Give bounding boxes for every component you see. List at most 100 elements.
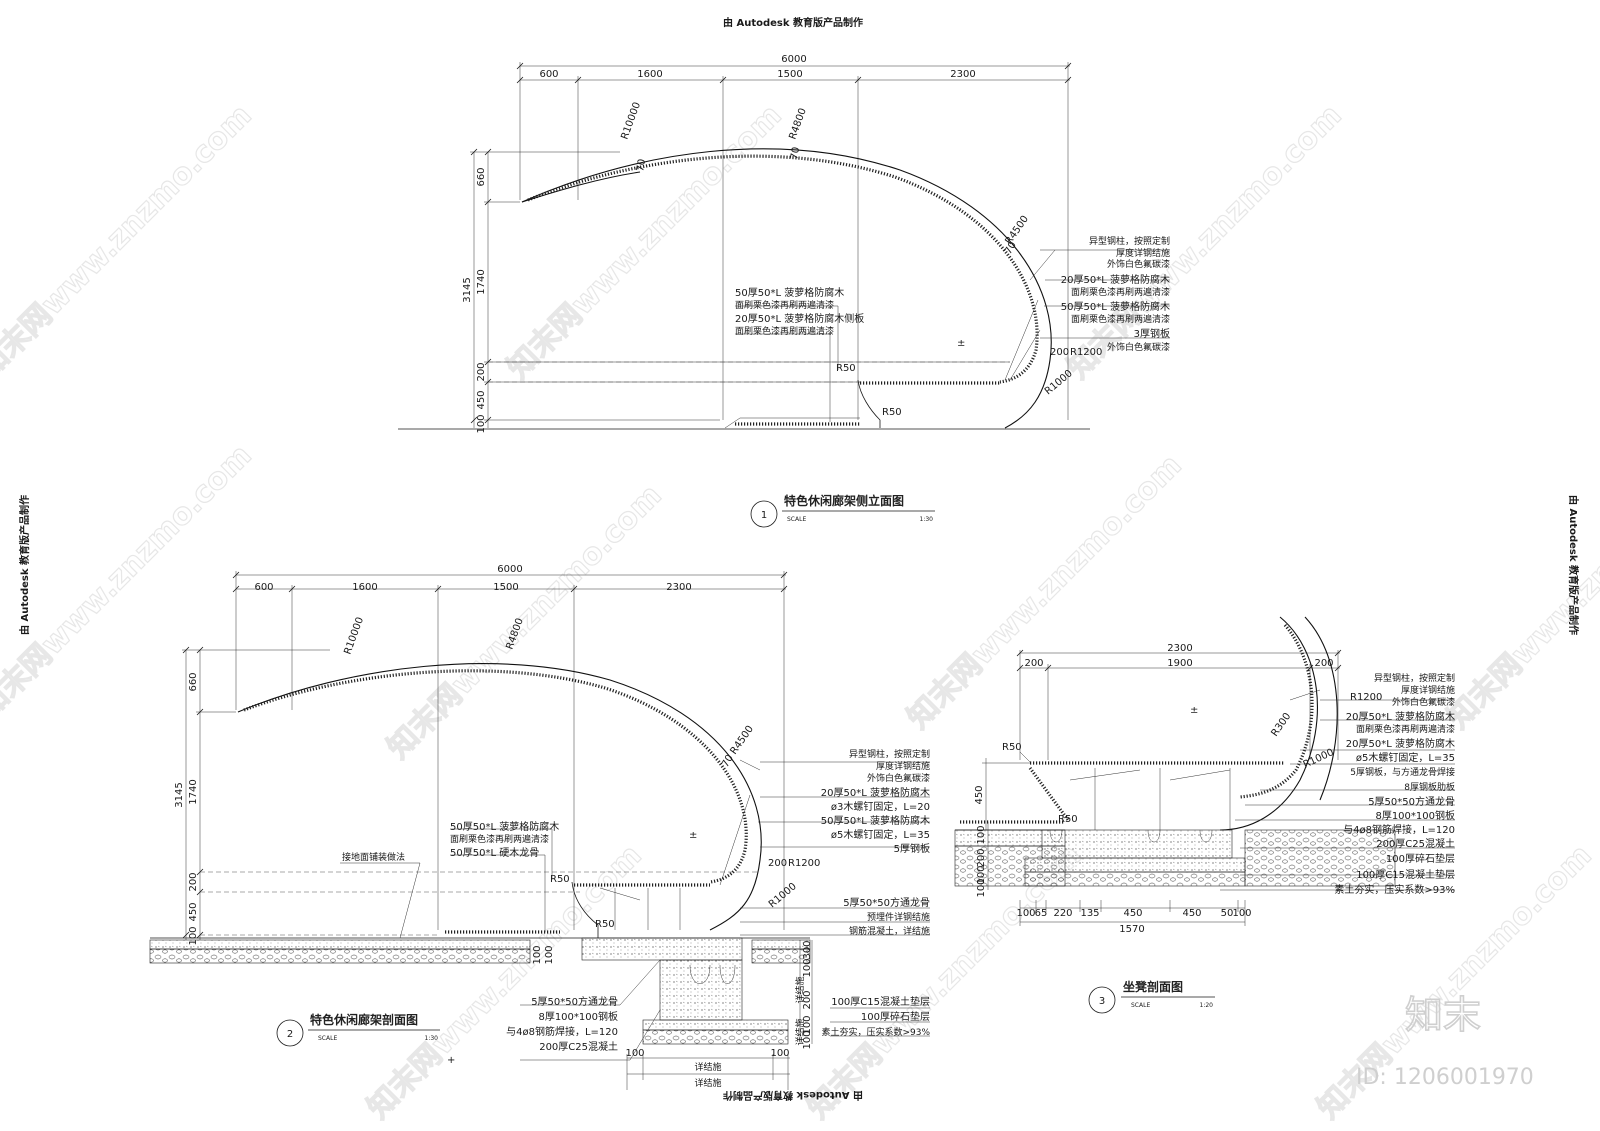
callout-text: 100厚C15混凝土垫层 xyxy=(1356,868,1455,881)
callout-text: 面刷栗色漆再刷两遍清漆 xyxy=(1356,723,1455,735)
callout-text: 厚度详钢结施 xyxy=(1116,247,1170,259)
vdim-450: 450 xyxy=(476,390,487,409)
callout-text: 与4ø8钢筋焊接，L=120 xyxy=(1343,823,1455,836)
bench-footing xyxy=(1041,829,1233,859)
dim-total: 6000 xyxy=(781,54,806,65)
vdim-450: 450 xyxy=(974,785,985,804)
gravel-layer xyxy=(149,948,531,964)
watermark-text: 知末网www.znzmo.com xyxy=(0,438,259,726)
watermark-id: ID: 1206001970 xyxy=(1356,1065,1534,1090)
radius-r50-b: R50 xyxy=(1058,814,1078,825)
callout-text: 厚度详钢结施 xyxy=(876,760,930,772)
callout-text: 异型钢柱，按照定制 xyxy=(1374,672,1455,684)
radius-r50-a: R50 xyxy=(550,874,570,885)
radius-r50-a: R50 xyxy=(1002,742,1022,753)
drawing-3-bench-section: 2300 200 1900 200 ± R1200 R300 R1000 R50… xyxy=(954,616,1455,1014)
canopy-outer xyxy=(237,663,762,931)
footing-pier xyxy=(659,959,743,1021)
vert-label: 详结施 xyxy=(794,976,806,1003)
mark-plus: + xyxy=(447,1055,455,1066)
callout-text: 面刷栗色漆再刷两遍清漆 xyxy=(1071,313,1170,325)
bottom-dim: 135 xyxy=(1080,908,1099,919)
callouts-right-1: 异型钢柱，按照定制 厚度详钢结施 外饰白色氟碳漆 20厚50*L 菠萝格防腐木 … xyxy=(1061,235,1170,353)
callout-text: 8厚100*100钢板 xyxy=(1375,809,1455,822)
callout-text: 与4ø8钢筋焊接，L=120 xyxy=(506,1025,618,1038)
drawing-2-section: 6000 600 1600 1500 2300 3145 660 1740 20… xyxy=(149,564,930,1090)
callout-text: 50厚50*L 菠萝格防腐木 xyxy=(735,286,844,299)
callout-text: 面刷栗色漆再刷两遍清漆 xyxy=(735,325,834,337)
callout-text: 钢筋混凝土，详结施 xyxy=(849,925,930,937)
scale-label: SCALE xyxy=(787,516,806,523)
callout-text: 5厚钢板 xyxy=(894,842,930,855)
drawing-title: 坐凳剖面图 xyxy=(1123,979,1183,994)
radius-r1200: R1200 xyxy=(788,858,820,869)
callout-text: 厚度详钢结施 xyxy=(1401,684,1455,696)
callout-text: 200厚C25混凝土 xyxy=(539,1040,618,1053)
vdim-total: 3145 xyxy=(174,782,185,807)
shell-outer xyxy=(1304,616,1338,801)
vdim-1740: 1740 xyxy=(188,779,199,804)
scale-value: 1:20 xyxy=(1200,1002,1214,1009)
top-dim: 200 xyxy=(1024,658,1043,669)
small-dim: 100 xyxy=(802,1030,813,1049)
banner-top: 由 Autodesk 教育版产品制作 xyxy=(723,16,863,29)
vdim-200: 200 xyxy=(476,362,487,381)
small-dim: 100 xyxy=(802,1015,813,1034)
callout-text: 20厚50*L 菠萝格防腐木 xyxy=(1346,737,1455,750)
canopy-outer xyxy=(521,148,1052,429)
dim-600: 600 xyxy=(539,69,558,80)
radius-r50-a: R50 xyxy=(836,363,856,374)
paving-layer xyxy=(149,939,531,950)
vert-label: 详结施 xyxy=(794,1018,806,1045)
callout-text: 50厚50*L 菠萝格防腐木 xyxy=(821,814,930,827)
callout-text: 8厚100*100钢板 xyxy=(538,1010,618,1023)
callout-text: 外饰白色氟碳漆 xyxy=(1392,696,1455,708)
foot-label: 详结施 xyxy=(694,1061,721,1073)
callout-text: 50厚50*L 菠萝格防腐木 xyxy=(450,820,559,833)
bottom-total: 1570 xyxy=(1119,924,1144,935)
dim-1500: 1500 xyxy=(777,69,802,80)
callout-text: 20厚50*L 菠萝格防腐木侧板 xyxy=(735,312,864,325)
radius-r4500: R4500 xyxy=(728,724,756,757)
c15-layer xyxy=(642,1019,789,1031)
callout-text: ø5木螺钉固定，L=35 xyxy=(831,828,930,841)
callout-text: 20厚50*L 菠萝格防腐木 xyxy=(1061,273,1170,286)
scale-label: SCALE xyxy=(318,1035,337,1042)
radius-r1000: R1000 xyxy=(767,881,799,910)
canopy-timber xyxy=(527,154,1039,384)
callout-text: 外饰白色氟碳漆 xyxy=(867,772,930,784)
ground-label: 接地面铺装做法 xyxy=(342,851,405,863)
thickness-70: 70 xyxy=(635,158,648,172)
watermark-text: 知末网www.znzmo.com xyxy=(361,838,649,1126)
footing-top xyxy=(581,937,743,961)
callout-text: 5厚钢板，与方通龙骨焊接 xyxy=(1350,766,1455,778)
callout-text: 50厚50*L 硬木龙骨 xyxy=(450,846,539,859)
radius-r10000: R10000 xyxy=(342,616,366,656)
callouts-foundation-right-2: 100厚C15混凝土垫层 100厚碎石垫层 素土夯实，压实系数>93% xyxy=(821,995,930,1038)
drawing-title: 特色休闲廊架侧立面图 xyxy=(784,493,904,508)
callouts-mid-1: 50厚50*L 菠萝格防腐木 面刷栗色漆再刷两遍清漆 20厚50*L 菠萝格防腐… xyxy=(735,286,864,337)
callout-text: 5厚50*50方通龙骨 xyxy=(843,896,930,909)
callout-text: 20厚50*L 菠萝格防腐木 xyxy=(1346,710,1455,723)
banner-right: 由 Autodesk 教育版产品制作 xyxy=(1567,495,1580,635)
watermark-text: 知末网www.znzmo.com xyxy=(901,448,1189,736)
callout-text: 5厚50*50方通龙骨 xyxy=(531,995,618,1008)
callout-text: 100厚碎石垫层 xyxy=(861,1010,930,1023)
dim-2300: 2300 xyxy=(950,69,975,80)
callout-text: 素土夯实，压实系数>93% xyxy=(1334,883,1455,896)
left-dim: 200 xyxy=(976,848,987,867)
small-dim: 300 xyxy=(802,940,813,959)
left-dim: 100 xyxy=(976,865,987,884)
top-total: 2300 xyxy=(1167,643,1192,654)
drawing-number-circle xyxy=(276,1019,304,1047)
callout-text: ø5木螺钉固定，L=35 xyxy=(1356,751,1455,764)
small-dim: 100 xyxy=(544,945,555,964)
watermark-text: 知末网www.znzmo.com xyxy=(0,98,259,386)
small-dim: 100 xyxy=(802,958,813,977)
callout-text: 50厚50*L 菠萝格防腐木 xyxy=(1061,300,1170,313)
foot-dim: 100 xyxy=(625,1048,644,1059)
watermark-logo: 知末 xyxy=(1405,993,1481,1037)
dim-1500: 1500 xyxy=(493,582,518,593)
bottom-dim: 100 xyxy=(1232,908,1251,919)
drawing-number: 3 xyxy=(1099,996,1105,1007)
